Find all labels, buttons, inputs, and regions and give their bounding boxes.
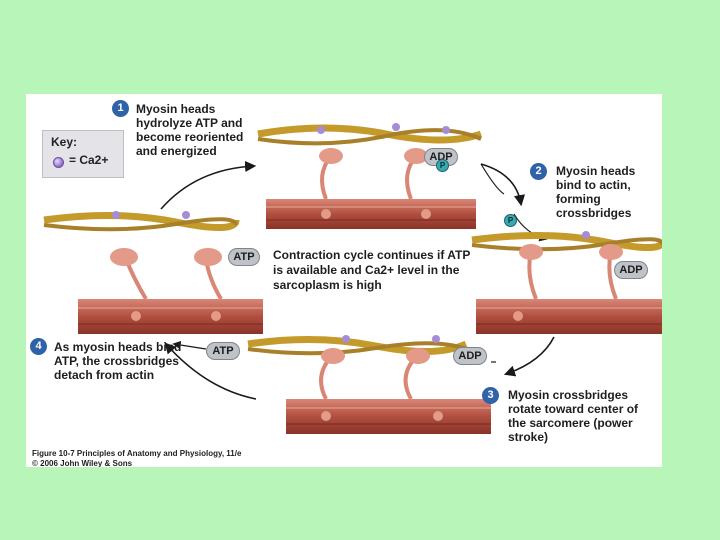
- stage-1-filaments: [257, 123, 483, 229]
- calcium-ion-icon: [53, 157, 64, 168]
- step-3-badge: 3: [482, 387, 499, 404]
- contraction-cycle-artwork: [43, 123, 662, 434]
- key-title: Key:: [51, 135, 78, 149]
- step-1-badge: 1: [112, 100, 129, 117]
- arrow-3-to-4: [164, 342, 257, 400]
- key-legend: Key: = Ca2+: [42, 130, 124, 178]
- stage-4-filaments: [43, 211, 263, 334]
- arrow-4-to-1: [160, 160, 257, 210]
- adp-label-right: ADP: [614, 261, 648, 279]
- figure-caption: Figure 10-7 Principles of Anatomy and Ph…: [32, 449, 241, 467]
- step-4-badge: 4: [30, 338, 47, 355]
- stage-3-filaments: [247, 335, 491, 434]
- key-calcium-label: = Ca2+: [69, 153, 109, 167]
- phosphate-icon-released: P: [504, 214, 517, 227]
- step-2-badge: 2: [530, 163, 547, 180]
- figure-panel: Key: = Ca2+ 1 Myosin heads hydrolyze ATP…: [26, 94, 662, 467]
- step-2-text: Myosin heads bind to actin, forming cros…: [556, 164, 636, 220]
- phosphate-icon-top: P: [436, 159, 449, 172]
- caption-line-2: © 2006 John Wiley & Sons: [32, 459, 133, 467]
- atp-label-left: ATP: [228, 248, 260, 266]
- center-cycle-text: Contraction cycle continues if ATP is av…: [273, 248, 471, 292]
- caption-line-1: Figure 10-7 Principles of Anatomy and Ph…: [32, 449, 242, 458]
- stage-2-filaments: [471, 231, 662, 334]
- arrow-atp-bind: [172, 340, 207, 350]
- arrow-adp-release: [480, 163, 505, 195]
- arrow-2-to-3: [503, 336, 555, 377]
- step-3-text: Myosin crossbridges rotate toward center…: [508, 388, 639, 444]
- step-1-text: Myosin heads hydrolyze ATP and become re…: [136, 102, 244, 158]
- arrow-1-to-2: [480, 163, 526, 207]
- step-4-text: As myosin heads bind ATP, the crossbridg…: [54, 340, 182, 382]
- adp-label-bottom: ADP: [453, 347, 487, 365]
- atp-label-bottom: ATP: [206, 342, 240, 360]
